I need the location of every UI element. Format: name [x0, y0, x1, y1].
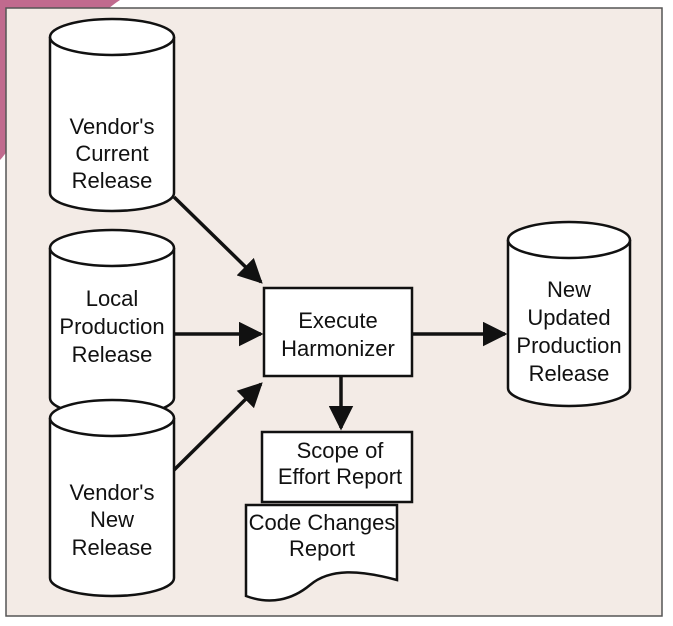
local-production-line-3: Release: [72, 342, 153, 367]
arrow-vendor-new-to-harmonizer: [172, 382, 263, 472]
vendor-current-line-2: Current: [75, 141, 148, 166]
output-line-3: Production: [516, 333, 621, 358]
local-production-line-1: Local: [86, 286, 139, 311]
output-line-4: Release: [529, 361, 610, 386]
document-scope-of-effort-report: Scope of Effort Report: [260, 430, 414, 504]
output-line-1: New: [547, 277, 591, 302]
local-production-line-2: Production: [59, 314, 164, 339]
database-vendor-current-release: Vendor's Current Release: [48, 17, 176, 213]
process-line-1: Execute: [298, 308, 378, 333]
vendor-current-line-3: Release: [72, 168, 153, 193]
vendor-current-line-1: Vendor's: [70, 114, 155, 139]
output-line-2: Updated: [527, 305, 610, 330]
process-execute-harmonizer: Execute Harmonizer: [262, 286, 414, 378]
database-new-updated-production-release: New Updated Production Release: [506, 220, 632, 408]
vendor-new-line-2: New: [90, 507, 134, 532]
scope-line-2: Effort Report: [278, 464, 402, 489]
code-changes-line-1: Code Changes: [249, 510, 396, 535]
scope-line-1: Scope of: [297, 438, 385, 463]
vendor-new-line-3: Release: [72, 535, 153, 560]
process-line-2: Harmonizer: [281, 336, 395, 361]
arrow-vendor-current-to-harmonizer: [172, 195, 263, 284]
code-changes-line-2: Report: [289, 536, 355, 561]
database-local-production-release: Local Production Release: [48, 228, 176, 418]
document-code-changes-report: Code Changes Report: [244, 503, 399, 602]
vendor-new-line-1: Vendor's: [70, 480, 155, 505]
database-vendor-new-release: Vendor's New Release: [48, 398, 176, 598]
